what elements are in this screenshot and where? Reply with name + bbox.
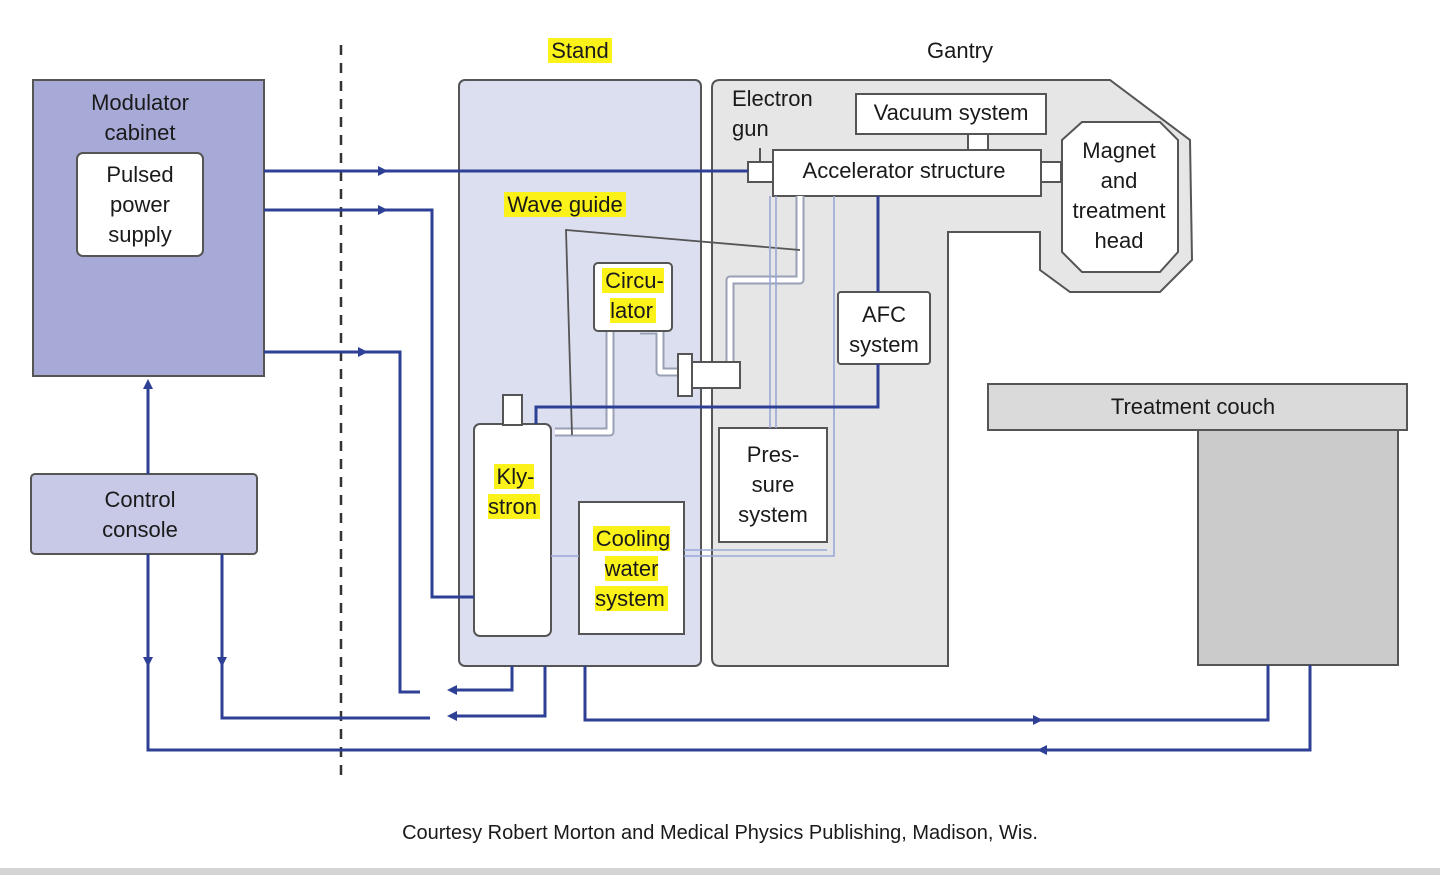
electron-gun-box: [747, 161, 774, 183]
circulator-label: Circu- lator: [602, 268, 664, 323]
cooling-water-label: Cooling water system: [592, 526, 671, 611]
control-console-label: Control console: [102, 487, 178, 542]
klystron-top: [502, 394, 523, 426]
cooling-pipe: [551, 196, 835, 557]
line-stand-couch: [583, 665, 1270, 722]
magnet-head-box: [1061, 121, 1179, 273]
control-console: [30, 473, 258, 555]
accelerator-structure-box: [772, 149, 1042, 197]
modulator-cabinet-label: Modulator cabinet: [91, 90, 189, 145]
klystron-box: [473, 423, 552, 637]
klystron-label: Kly- stron: [488, 464, 540, 519]
afc-system-label: AFC system: [849, 302, 919, 357]
afc-system-box: [837, 291, 931, 365]
bottom-scrollbar: [0, 868, 1440, 875]
accelerator-exit: [1040, 161, 1062, 183]
wave-guide-pointer: [565, 229, 801, 436]
rf-load-box: [689, 361, 741, 389]
stand-label: Stand: [548, 38, 612, 63]
vacuum-system-box: [855, 93, 1047, 135]
treatment-couch-top: [987, 383, 1408, 431]
vacuum-system-label: Vacuum system: [873, 100, 1029, 125]
treatment-couch-label: Treatment couch: [1110, 394, 1276, 419]
pulsed-power-supply-label: Pulsed power supply: [106, 162, 174, 247]
wave-guide-label: Wave guide: [504, 192, 626, 217]
electron-gun-label: Electron gun: [732, 86, 813, 141]
caption: Courtesy Robert Morton and Medical Physi…: [402, 822, 1038, 844]
line-stand-return: [447, 666, 514, 695]
gantry-label: Gantry: [926, 38, 994, 63]
magnet-head-label: Magnet and treatment head: [1072, 138, 1166, 253]
line-afc-feedback: [534, 196, 880, 424]
accelerator-structure-label: Accelerator structure: [802, 158, 1006, 183]
line-modulator-klystron: [264, 208, 474, 599]
pressure-system-box: [718, 427, 828, 543]
treatment-couch-base: [1197, 429, 1399, 666]
pulsed-power-supply-box: [76, 152, 204, 257]
pressure-system-label: Pres- sure system: [738, 442, 808, 527]
